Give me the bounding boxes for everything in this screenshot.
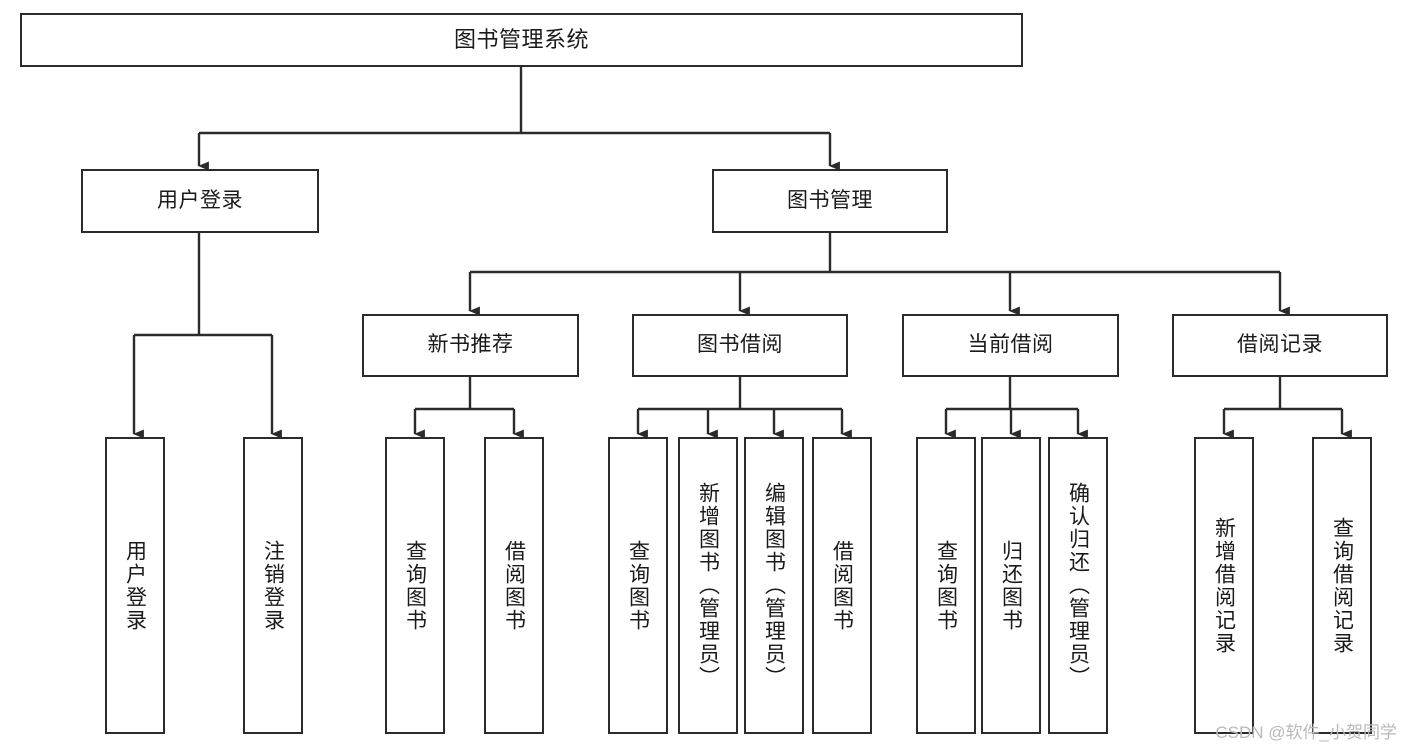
leaf-query-borrow-record[interactable]: 查询借阅记录 <box>1312 437 1372 734</box>
leaf-return-book[interactable]: 归还图书 <box>981 437 1041 734</box>
leaf-return-book-label: 归还图书 <box>999 539 1023 632</box>
node-current-borrow-label: 当前借阅 <box>967 333 1054 357</box>
leaf-edit-book-admin-label: 编辑图书（管理员） <box>762 482 786 689</box>
leaf-logout[interactable]: 注销登录 <box>243 437 303 734</box>
leaf-borrow-book-recommend-label: 借阅图书 <box>502 539 526 632</box>
node-new-book-recommend[interactable]: 新书推荐 <box>362 314 579 377</box>
node-user-login[interactable]: 用户登录 <box>81 169 319 233</box>
leaf-user-login[interactable]: 用户登录 <box>105 437 165 734</box>
node-book-borrow-label: 图书借阅 <box>697 333 783 357</box>
leaf-add-book-admin[interactable]: 新增图书（管理员） <box>678 437 738 734</box>
leaf-borrow-book-label: 借阅图书 <box>830 539 854 632</box>
node-borrow-record[interactable]: 借阅记录 <box>1172 314 1388 377</box>
leaf-edit-book-admin[interactable]: 编辑图书（管理员） <box>744 437 804 734</box>
node-borrow-record-label: 借阅记录 <box>1237 333 1323 357</box>
leaf-query-book-borrow-label: 查询图书 <box>626 539 650 632</box>
leaf-query-book-borrow[interactable]: 查询图书 <box>608 437 668 734</box>
leaf-add-book-admin-label: 新增图书（管理员） <box>696 482 720 689</box>
leaf-borrow-book-recommend[interactable]: 借阅图书 <box>484 437 544 734</box>
leaf-query-book-current[interactable]: 查询图书 <box>916 437 976 734</box>
node-book-management-label: 图书管理 <box>787 188 873 212</box>
node-root-label: 图书管理系统 <box>453 27 589 53</box>
leaf-query-book-recommend-label: 查询图书 <box>403 539 427 632</box>
leaf-add-borrow-record-label: 新增借阅记录 <box>1212 516 1236 655</box>
node-book-borrow[interactable]: 图书借阅 <box>632 314 848 377</box>
node-new-book-recommend-label: 新书推荐 <box>427 333 514 357</box>
leaf-query-book-current-label: 查询图书 <box>934 539 958 632</box>
leaf-add-borrow-record[interactable]: 新增借阅记录 <box>1194 437 1254 734</box>
leaf-query-borrow-record-label: 查询借阅记录 <box>1330 516 1354 655</box>
node-book-management[interactable]: 图书管理 <box>712 169 948 233</box>
leaf-confirm-return-admin[interactable]: 确认归还（管理员） <box>1048 437 1108 734</box>
leaf-user-login-label: 用户登录 <box>123 539 147 632</box>
node-user-login-label: 用户登录 <box>157 188 243 212</box>
node-root[interactable]: 图书管理系统 <box>20 13 1023 67</box>
leaf-logout-label: 注销登录 <box>261 539 285 632</box>
node-current-borrow[interactable]: 当前借阅 <box>902 314 1119 377</box>
leaf-borrow-book[interactable]: 借阅图书 <box>812 437 872 734</box>
leaf-confirm-return-admin-label: 确认归还（管理员） <box>1066 482 1090 689</box>
leaf-query-book-recommend[interactable]: 查询图书 <box>385 437 445 734</box>
